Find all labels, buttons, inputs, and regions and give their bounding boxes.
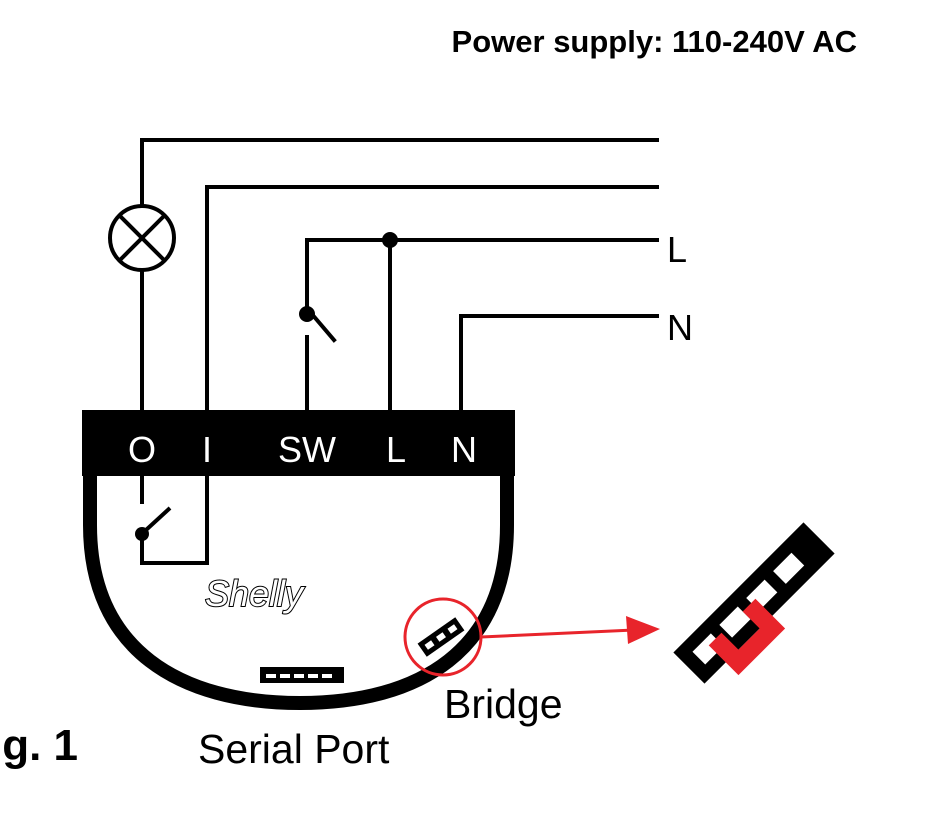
terminal-n: N: [451, 429, 477, 470]
wire-label-line: L: [667, 229, 687, 270]
wire-output-top: [140, 138, 659, 207]
bridge-connector-small: [417, 617, 465, 657]
wire-switch-top: [305, 238, 392, 312]
terminal-block: [82, 410, 515, 476]
serial-port-label: Serial Port: [198, 726, 390, 772]
bridge-label: Bridge: [444, 681, 563, 727]
wires: [140, 138, 659, 414]
wire-label-neutral: N: [667, 307, 693, 348]
bridge-connector-large: [673, 522, 835, 684]
serial-port-connector: [260, 667, 344, 683]
wire-input: [205, 185, 659, 414]
shelly-logo: Shelly: [205, 573, 305, 614]
wire-neutral: [459, 314, 659, 414]
internal-relay-pivot: [135, 527, 149, 541]
external-switch-pivot: [299, 306, 315, 322]
wire-line: [388, 238, 659, 414]
lamp-icon: [108, 204, 176, 272]
junction-dot: [382, 232, 398, 248]
figure-label: Fig. 1: [0, 721, 78, 770]
arrow-icon: [480, 616, 660, 644]
terminal-l: L: [386, 429, 406, 470]
device-body: [83, 467, 514, 711]
terminal-labels: O I SW L N: [128, 429, 477, 470]
terminal-o: O: [128, 429, 156, 470]
terminal-i: I: [202, 429, 212, 470]
internal-relay: [140, 476, 209, 565]
power-supply-title: Power supply: 110-240V AC: [452, 24, 857, 59]
terminal-sw: SW: [278, 429, 336, 470]
external-switch-lever: [308, 310, 337, 343]
